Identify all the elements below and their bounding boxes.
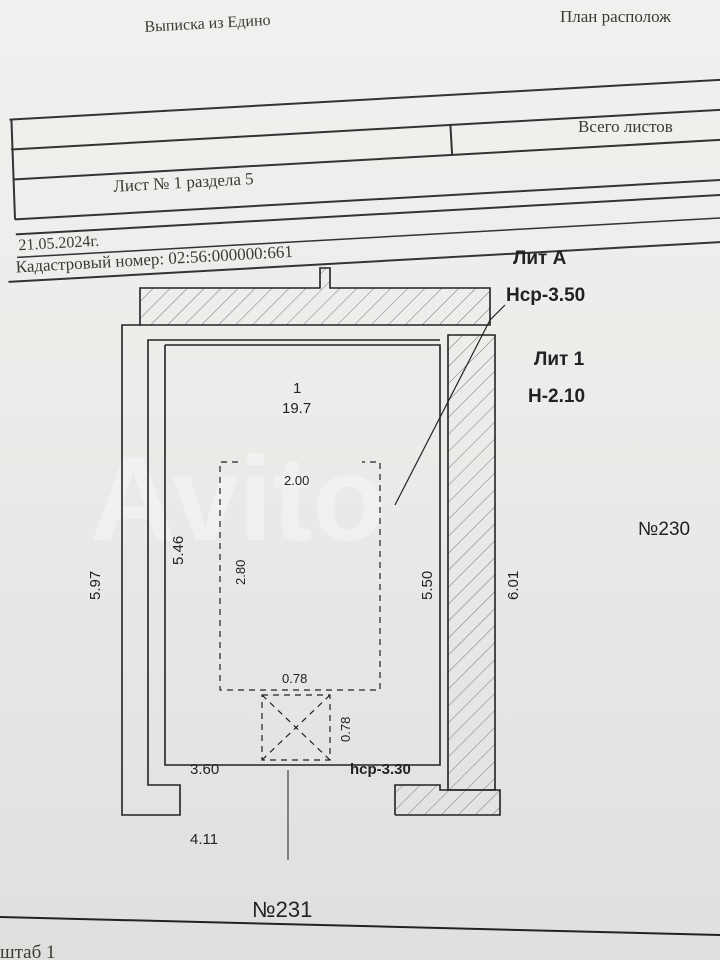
lit-a-height: Нср-3.50 xyxy=(506,285,585,306)
room-height: hср-3.30 xyxy=(350,761,411,778)
lit-1-height: Н-2.10 xyxy=(528,386,585,407)
wall-lit-1 xyxy=(447,334,496,791)
total-sheets-label: Всего листов xyxy=(578,117,673,136)
header-form: Выписка из Едино Лист № 1 раздела 5 21.0… xyxy=(8,12,720,283)
hatch-width: 0.78 xyxy=(282,671,307,686)
room-outline xyxy=(164,344,441,766)
watermark: Avito xyxy=(90,432,386,566)
outer-width: 4.11 xyxy=(190,831,218,848)
neighbor-right: №230 xyxy=(638,519,690,540)
scale-label: штаб 1 xyxy=(0,942,56,960)
date: 21.05.2024г. xyxy=(18,233,100,254)
floor-plan xyxy=(121,267,506,860)
outer-right: 6.01 xyxy=(505,571,522,600)
outer-wall-left xyxy=(121,324,440,816)
extract-title: Выписка из Едино xyxy=(144,12,271,36)
leader-line xyxy=(394,319,491,506)
bottom-rule xyxy=(0,916,720,936)
neighbor-bottom: №231 xyxy=(252,897,312,922)
wall-lit-a xyxy=(139,267,491,326)
wall-bottom-right xyxy=(394,784,501,816)
room-number: 1 xyxy=(293,380,301,397)
inner-width: 3.60 xyxy=(190,761,219,778)
pit-length: 2.80 xyxy=(233,560,248,585)
pit-width: 2.00 xyxy=(284,473,309,488)
plan-title: План располож xyxy=(560,7,671,26)
inner-right: 5.50 xyxy=(419,571,436,600)
outer-left: 5.97 xyxy=(87,571,104,600)
room-area: 19.7 xyxy=(282,400,311,417)
hatch-length: 0.78 xyxy=(338,717,353,742)
pit xyxy=(219,461,381,761)
inner-left: 5.46 xyxy=(170,536,187,565)
lit-1: Лит 1 xyxy=(534,349,585,370)
lit-a: Лит А xyxy=(513,248,567,269)
